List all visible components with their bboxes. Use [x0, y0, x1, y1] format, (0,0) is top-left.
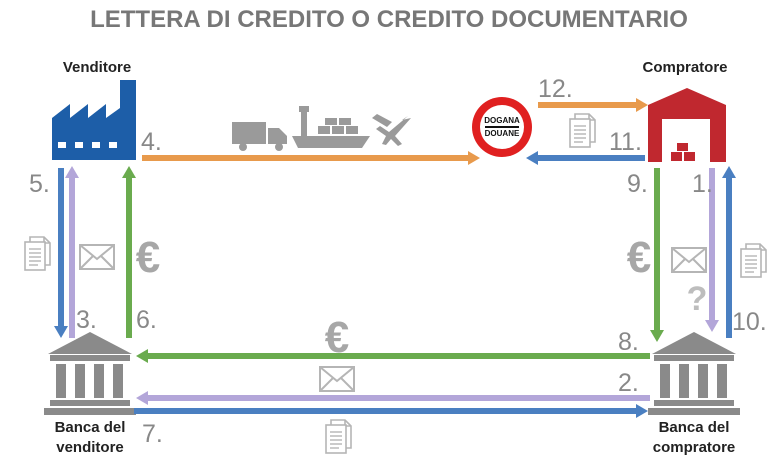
- document-icon-step-7: [325, 419, 352, 454]
- arrow-12-customs-to-buyer: [538, 98, 648, 112]
- document-icon-step-10: [740, 243, 767, 278]
- envelope-icon-step-2: [319, 366, 355, 392]
- seller-bank-label-line2: venditore: [56, 439, 124, 456]
- step-number-3: 3.: [76, 306, 97, 334]
- airplane-icon: [372, 114, 411, 146]
- euro-symbol-step-6: €: [136, 233, 160, 282]
- step-number-10: 10.: [732, 308, 767, 336]
- document-icon-step-5: [24, 236, 51, 271]
- euro-symbol-step-8: €: [325, 313, 349, 362]
- arrow-1-request-to-buyer-bank: [705, 168, 719, 332]
- step-number-6: 6.: [136, 306, 157, 334]
- truck-icon: [232, 122, 287, 151]
- customs-sign-text-top: DOGANA: [484, 116, 520, 125]
- step-number-5: 5.: [29, 170, 50, 198]
- arrow-2-letter-of-credit-to-seller-bank: [136, 391, 650, 405]
- step-number-12: 12.: [538, 75, 573, 103]
- seller-label: Venditore: [63, 59, 131, 76]
- arrow-3-notice-to-seller: [65, 166, 79, 338]
- document-icon-step-11: [569, 113, 596, 148]
- arrow-8-payment-to-seller-bank: [136, 349, 650, 363]
- arrow-11-documents-to-customs: [526, 151, 645, 165]
- step-number-8: 8.: [618, 328, 639, 356]
- envelope-icon-step-3: [79, 244, 115, 270]
- customs-sign-icon: DOGANA DOUANE: [472, 97, 532, 157]
- arrow-6-payment-to-seller: [122, 166, 136, 338]
- seller-bank-label-line1: Banca del: [55, 419, 126, 436]
- seller-bank-icon: [44, 332, 136, 415]
- step-number-9: 9.: [627, 170, 648, 198]
- buyer-bank-label-line1: Banca del: [659, 419, 730, 436]
- arrow-4-goods-to-customs: [142, 151, 480, 165]
- arrow-10-documents-to-buyer: [722, 166, 736, 338]
- arrow-5-documents-to-seller-bank: [54, 168, 68, 338]
- ship-icon: [292, 106, 370, 148]
- step-number-2: 2.: [618, 369, 639, 397]
- step-number-11: 11.: [609, 128, 642, 156]
- buyer-bank-icon: [648, 332, 740, 415]
- warehouse-icon: [648, 88, 726, 162]
- arrow-7-documents-to-buyer-bank: [134, 404, 648, 418]
- envelope-icon-step-1: [671, 247, 707, 273]
- step-number-1: 1.: [692, 170, 713, 198]
- step-number-4: 4.: [141, 128, 162, 156]
- diagram-title: LETTERA DI CREDITO O CREDITO DOCUMENTARI…: [90, 6, 688, 33]
- customs-sign-text-bottom: DOUANE: [485, 129, 520, 138]
- step-number-7: 7.: [142, 420, 163, 448]
- buyer-bank-label-line2: compratore: [653, 439, 736, 456]
- arrow-9-payment-to-buyer-bank: [650, 168, 664, 342]
- factory-icon: [52, 80, 136, 160]
- buyer-label: Compratore: [642, 59, 727, 76]
- question-mark-step-1: ?: [687, 280, 708, 318]
- euro-symbol-step-9: €: [627, 233, 651, 282]
